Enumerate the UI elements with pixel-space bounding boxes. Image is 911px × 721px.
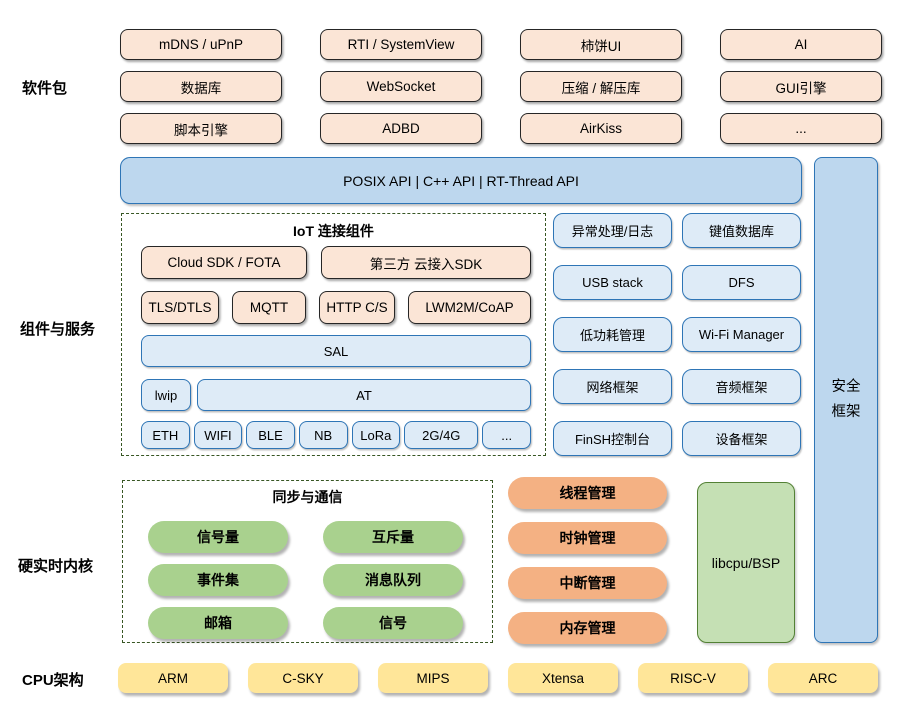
service-box: 异常处理/日志 bbox=[553, 213, 672, 248]
security-framework-label: 安全框架 bbox=[831, 379, 861, 420]
iot-component-box: HTTP C/S bbox=[319, 291, 395, 324]
security-framework-bar: 安全框架 bbox=[814, 157, 878, 643]
service-box: 低功耗管理 bbox=[553, 317, 672, 352]
software-package-box: AI bbox=[720, 29, 882, 60]
kernel-management-column: 线程管理 时钟管理 中断管理 内存管理 bbox=[508, 477, 667, 644]
link-type-box: WIFI bbox=[193, 421, 243, 449]
iot-group-title: IoT 连接组件 bbox=[293, 223, 374, 239]
api-layer-bar: POSIX API | C++ API | RT-Thread API bbox=[120, 157, 802, 204]
software-package-box: 柿饼UI bbox=[520, 29, 682, 60]
cpu-arch-box: ARC bbox=[768, 663, 878, 693]
sync-communication-group: 同步与通信 信号量 互斥量 事件集 消息队列 邮箱 信号 bbox=[122, 480, 493, 643]
iot-connectivity-group: IoT 连接组件 Cloud SDK / FOTA 第三方 云接入SDK TLS… bbox=[121, 213, 546, 456]
link-type-box: ... bbox=[482, 421, 532, 449]
kernel-ipc-box: 消息队列 bbox=[323, 564, 463, 596]
service-box: Wi-Fi Manager bbox=[682, 317, 801, 352]
cpu-arch-box: C-SKY bbox=[248, 663, 358, 693]
service-box: 键值数据库 bbox=[682, 213, 801, 248]
link-type-box: 2G/4G bbox=[404, 421, 479, 449]
kernel-management-box: 线程管理 bbox=[508, 477, 667, 509]
service-box: 音频框架 bbox=[682, 369, 801, 404]
section-label-cpu-architecture: CPU架构 bbox=[22, 672, 84, 689]
software-package-box: 压缩 / 解压库 bbox=[520, 71, 682, 102]
service-box: 设备框架 bbox=[682, 421, 801, 456]
sal-box: SAL bbox=[141, 335, 531, 367]
kernel-ipc-box: 信号 bbox=[323, 607, 463, 639]
sync-group-title: 同步与通信 bbox=[272, 489, 343, 505]
kernel-management-box: 时钟管理 bbox=[508, 522, 667, 554]
services-grid: 异常处理/日志 键值数据库 USB stack DFS 低功耗管理 Wi-Fi … bbox=[553, 213, 801, 456]
link-type-box: ETH bbox=[141, 421, 190, 449]
section-label-components-services: 组件与服务 bbox=[20, 321, 96, 338]
section-label-realtime-kernel: 硬实时内核 bbox=[18, 558, 94, 575]
kernel-management-box: 中断管理 bbox=[508, 567, 667, 599]
cpu-architecture-row: ARM C-SKY MIPS Xtensa RISC-V ARC bbox=[118, 663, 878, 693]
software-packages-grid: mDNS / uPnP RTI / SystemView 柿饼UI AI 数据库… bbox=[120, 29, 882, 144]
iot-component-box: MQTT bbox=[232, 291, 306, 324]
service-box: FinSH控制台 bbox=[553, 421, 672, 456]
cpu-arch-box: MIPS bbox=[378, 663, 488, 693]
software-package-box: WebSocket bbox=[320, 71, 482, 102]
link-type-box: LoRa bbox=[351, 421, 401, 449]
lwip-box: lwip bbox=[141, 379, 191, 411]
service-box: DFS bbox=[682, 265, 801, 300]
service-box: 网络框架 bbox=[553, 369, 672, 404]
software-package-box: RTI / SystemView bbox=[320, 29, 482, 60]
cpu-arch-box: Xtensa bbox=[508, 663, 618, 693]
iot-component-box: LWM2M/CoAP bbox=[408, 291, 531, 324]
kernel-ipc-box: 信号量 bbox=[148, 521, 288, 553]
iot-component-box: Cloud SDK / FOTA bbox=[141, 246, 307, 279]
kernel-ipc-box: 互斥量 bbox=[323, 521, 463, 553]
software-package-box: 脚本引擎 bbox=[120, 113, 282, 144]
link-type-box: NB bbox=[298, 421, 348, 449]
kernel-ipc-box: 事件集 bbox=[148, 564, 288, 596]
service-box: USB stack bbox=[553, 265, 672, 300]
software-package-box: mDNS / uPnP bbox=[120, 29, 282, 60]
software-package-box: ADBD bbox=[320, 113, 482, 144]
software-package-box: ... bbox=[720, 113, 882, 144]
cpu-arch-box: ARM bbox=[118, 663, 228, 693]
iot-row-stack: lwip AT bbox=[141, 379, 531, 411]
at-box: AT bbox=[197, 379, 531, 411]
link-type-box: BLE bbox=[246, 421, 295, 449]
cpu-arch-box: RISC-V bbox=[638, 663, 748, 693]
software-package-box: GUI引擎 bbox=[720, 71, 882, 102]
kernel-management-box: 内存管理 bbox=[508, 612, 667, 644]
kernel-ipc-box: 邮箱 bbox=[148, 607, 288, 639]
sync-pills-grid: 信号量 互斥量 事件集 消息队列 邮箱 信号 bbox=[148, 521, 463, 639]
software-package-box: 数据库 bbox=[120, 71, 282, 102]
iot-row-links: ETH WIFI BLE NB LoRa 2G/4G ... bbox=[141, 421, 532, 449]
iot-component-box: TLS/DTLS bbox=[141, 291, 219, 324]
software-package-box: AirKiss bbox=[520, 113, 682, 144]
iot-row-protocols: TLS/DTLS MQTT HTTP C/S LWM2M/CoAP bbox=[141, 291, 531, 324]
libcpu-bsp-box: libcpu/BSP bbox=[697, 482, 795, 643]
iot-row-sal: SAL bbox=[141, 335, 531, 367]
section-label-software-packages: 软件包 bbox=[22, 80, 68, 97]
iot-row-sdk: Cloud SDK / FOTA 第三方 云接入SDK bbox=[141, 246, 531, 279]
iot-component-box: 第三方 云接入SDK bbox=[321, 246, 531, 279]
